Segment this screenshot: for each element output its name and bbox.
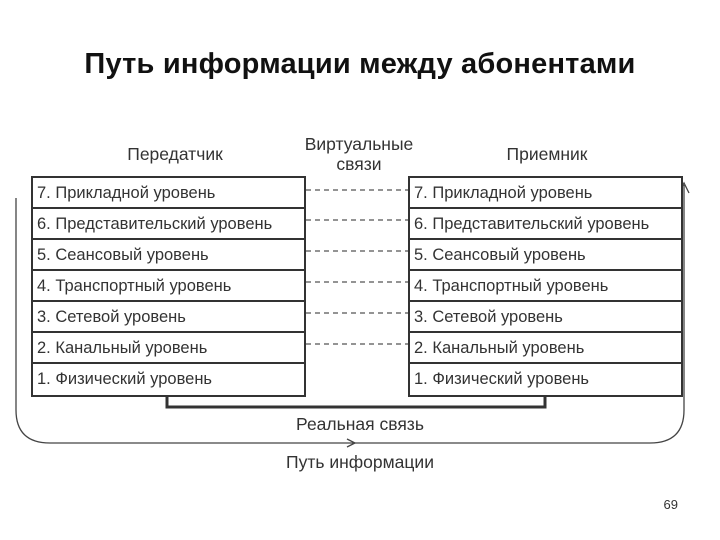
- real-link-label: Реальная связь: [296, 414, 424, 434]
- info-path-arrowhead-mid: [346, 438, 357, 448]
- receiver-layer-5: 5. Сеансовый уровень: [410, 240, 681, 271]
- receiver-layer-4: 4. Транспортный уровень: [410, 271, 681, 302]
- info-path-label: Путь информации: [286, 452, 434, 472]
- sender-layer-4: 4. Транспортный уровень: [33, 271, 304, 302]
- sender-layer-7: 7. Прикладной уровень: [33, 178, 304, 209]
- slide-title: Путь информации между абонентами: [84, 48, 636, 80]
- sender-layer-6: 6. Представительский уровень: [33, 209, 304, 240]
- receiver-layer-7: 7. Прикладной уровень: [410, 178, 681, 209]
- receiver-layer-6: 6. Представительский уровень: [410, 209, 681, 240]
- virtual-links: [306, 189, 408, 345]
- sender-stack: 7. Прикладной уровень 6. Представительск…: [31, 176, 306, 397]
- receiver-layer-1: 1. Физический уровень: [414, 370, 590, 388]
- real-link-line: [165, 392, 547, 409]
- receiver-header: Приемник: [506, 144, 588, 164]
- sender-layer-3: 3. Сетевой уровень: [33, 302, 304, 333]
- receiver-layer-2: 2. Канальный уровень: [410, 333, 681, 364]
- sender-layer-2: 2. Канальный уровень: [33, 333, 304, 364]
- sender-header: Передатчик: [127, 144, 223, 164]
- info-path-arrow: [15, 185, 685, 444]
- sender-layer-1: 1. Физический уровень: [37, 370, 213, 388]
- virtual-links-header: Виртуальные связи: [304, 134, 414, 174]
- receiver-layer-3: 3. Сетевой уровень: [410, 302, 681, 333]
- sender-layer-5: 5. Сеансовый уровень: [33, 240, 304, 271]
- page-number: 69: [663, 497, 678, 512]
- receiver-stack: 7. Прикладной уровень 6. Представительск…: [408, 176, 683, 397]
